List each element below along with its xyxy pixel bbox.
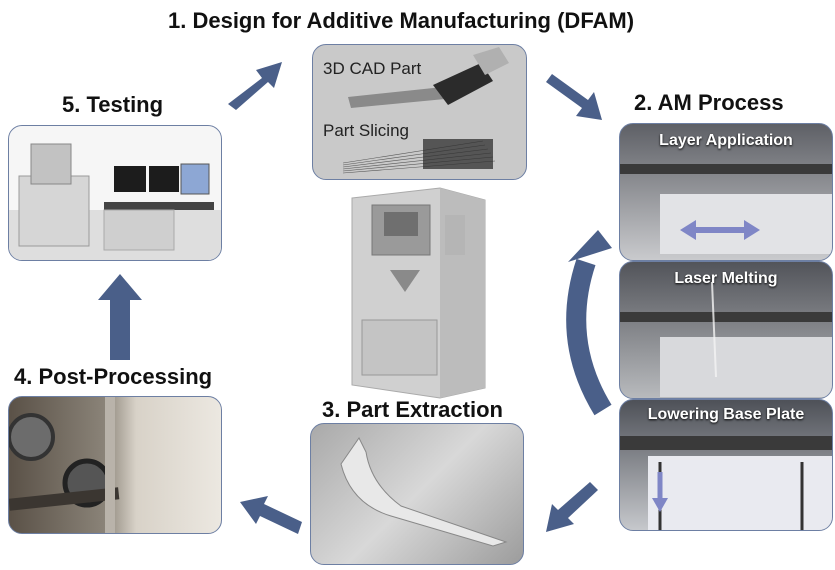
test-equipment-illustration	[9, 143, 221, 260]
extracted-part-illustration	[340, 437, 508, 547]
lowering-base-plate-panel: Lowering Base Plate	[619, 399, 833, 531]
cad-part-label: 3D CAD Part	[323, 59, 422, 78]
arrow-am-to-extraction	[546, 482, 598, 532]
lowering-base-plate-label: Lowering Base Plate	[647, 406, 805, 423]
arrow-testing-to-design	[228, 62, 282, 110]
part-extraction-panel	[310, 423, 524, 565]
cad-part-illustration	[342, 47, 509, 174]
am-process-step-title: 2. AM Process	[634, 90, 784, 115]
layer-application-panel: Layer Application	[619, 123, 833, 261]
arrow-am-cycle	[566, 258, 612, 416]
laser-illustration	[620, 281, 832, 397]
grinding-illustration	[9, 397, 120, 533]
arrow-extraction-to-post	[240, 496, 302, 534]
arrow-am-cycle-head	[568, 230, 612, 262]
extraction-step-title: 3. Part Extraction	[322, 397, 503, 422]
post-processing-panel	[8, 396, 222, 534]
laser-melting-label: Laser Melting	[674, 270, 778, 287]
testing-panel	[8, 125, 222, 261]
testing-step-title: 5. Testing	[62, 92, 164, 117]
post-processing-step-title: 4. Post-Processing	[14, 364, 213, 389]
recoater-illustration	[620, 164, 832, 254]
arrow-design-to-am	[546, 74, 602, 120]
arrow-post-to-testing	[98, 274, 142, 360]
base-plate-illustration	[620, 436, 832, 530]
part-slicing-label: Part Slicing	[323, 121, 409, 140]
design-step-title: 1. Design for Additive Manufacturing (DF…	[168, 8, 635, 33]
layer-application-label: Layer Application	[659, 132, 793, 149]
laser-melting-panel: Laser Melting	[619, 261, 833, 399]
dfam-panel: 3D CAD Part Part Slicing	[312, 44, 527, 180]
